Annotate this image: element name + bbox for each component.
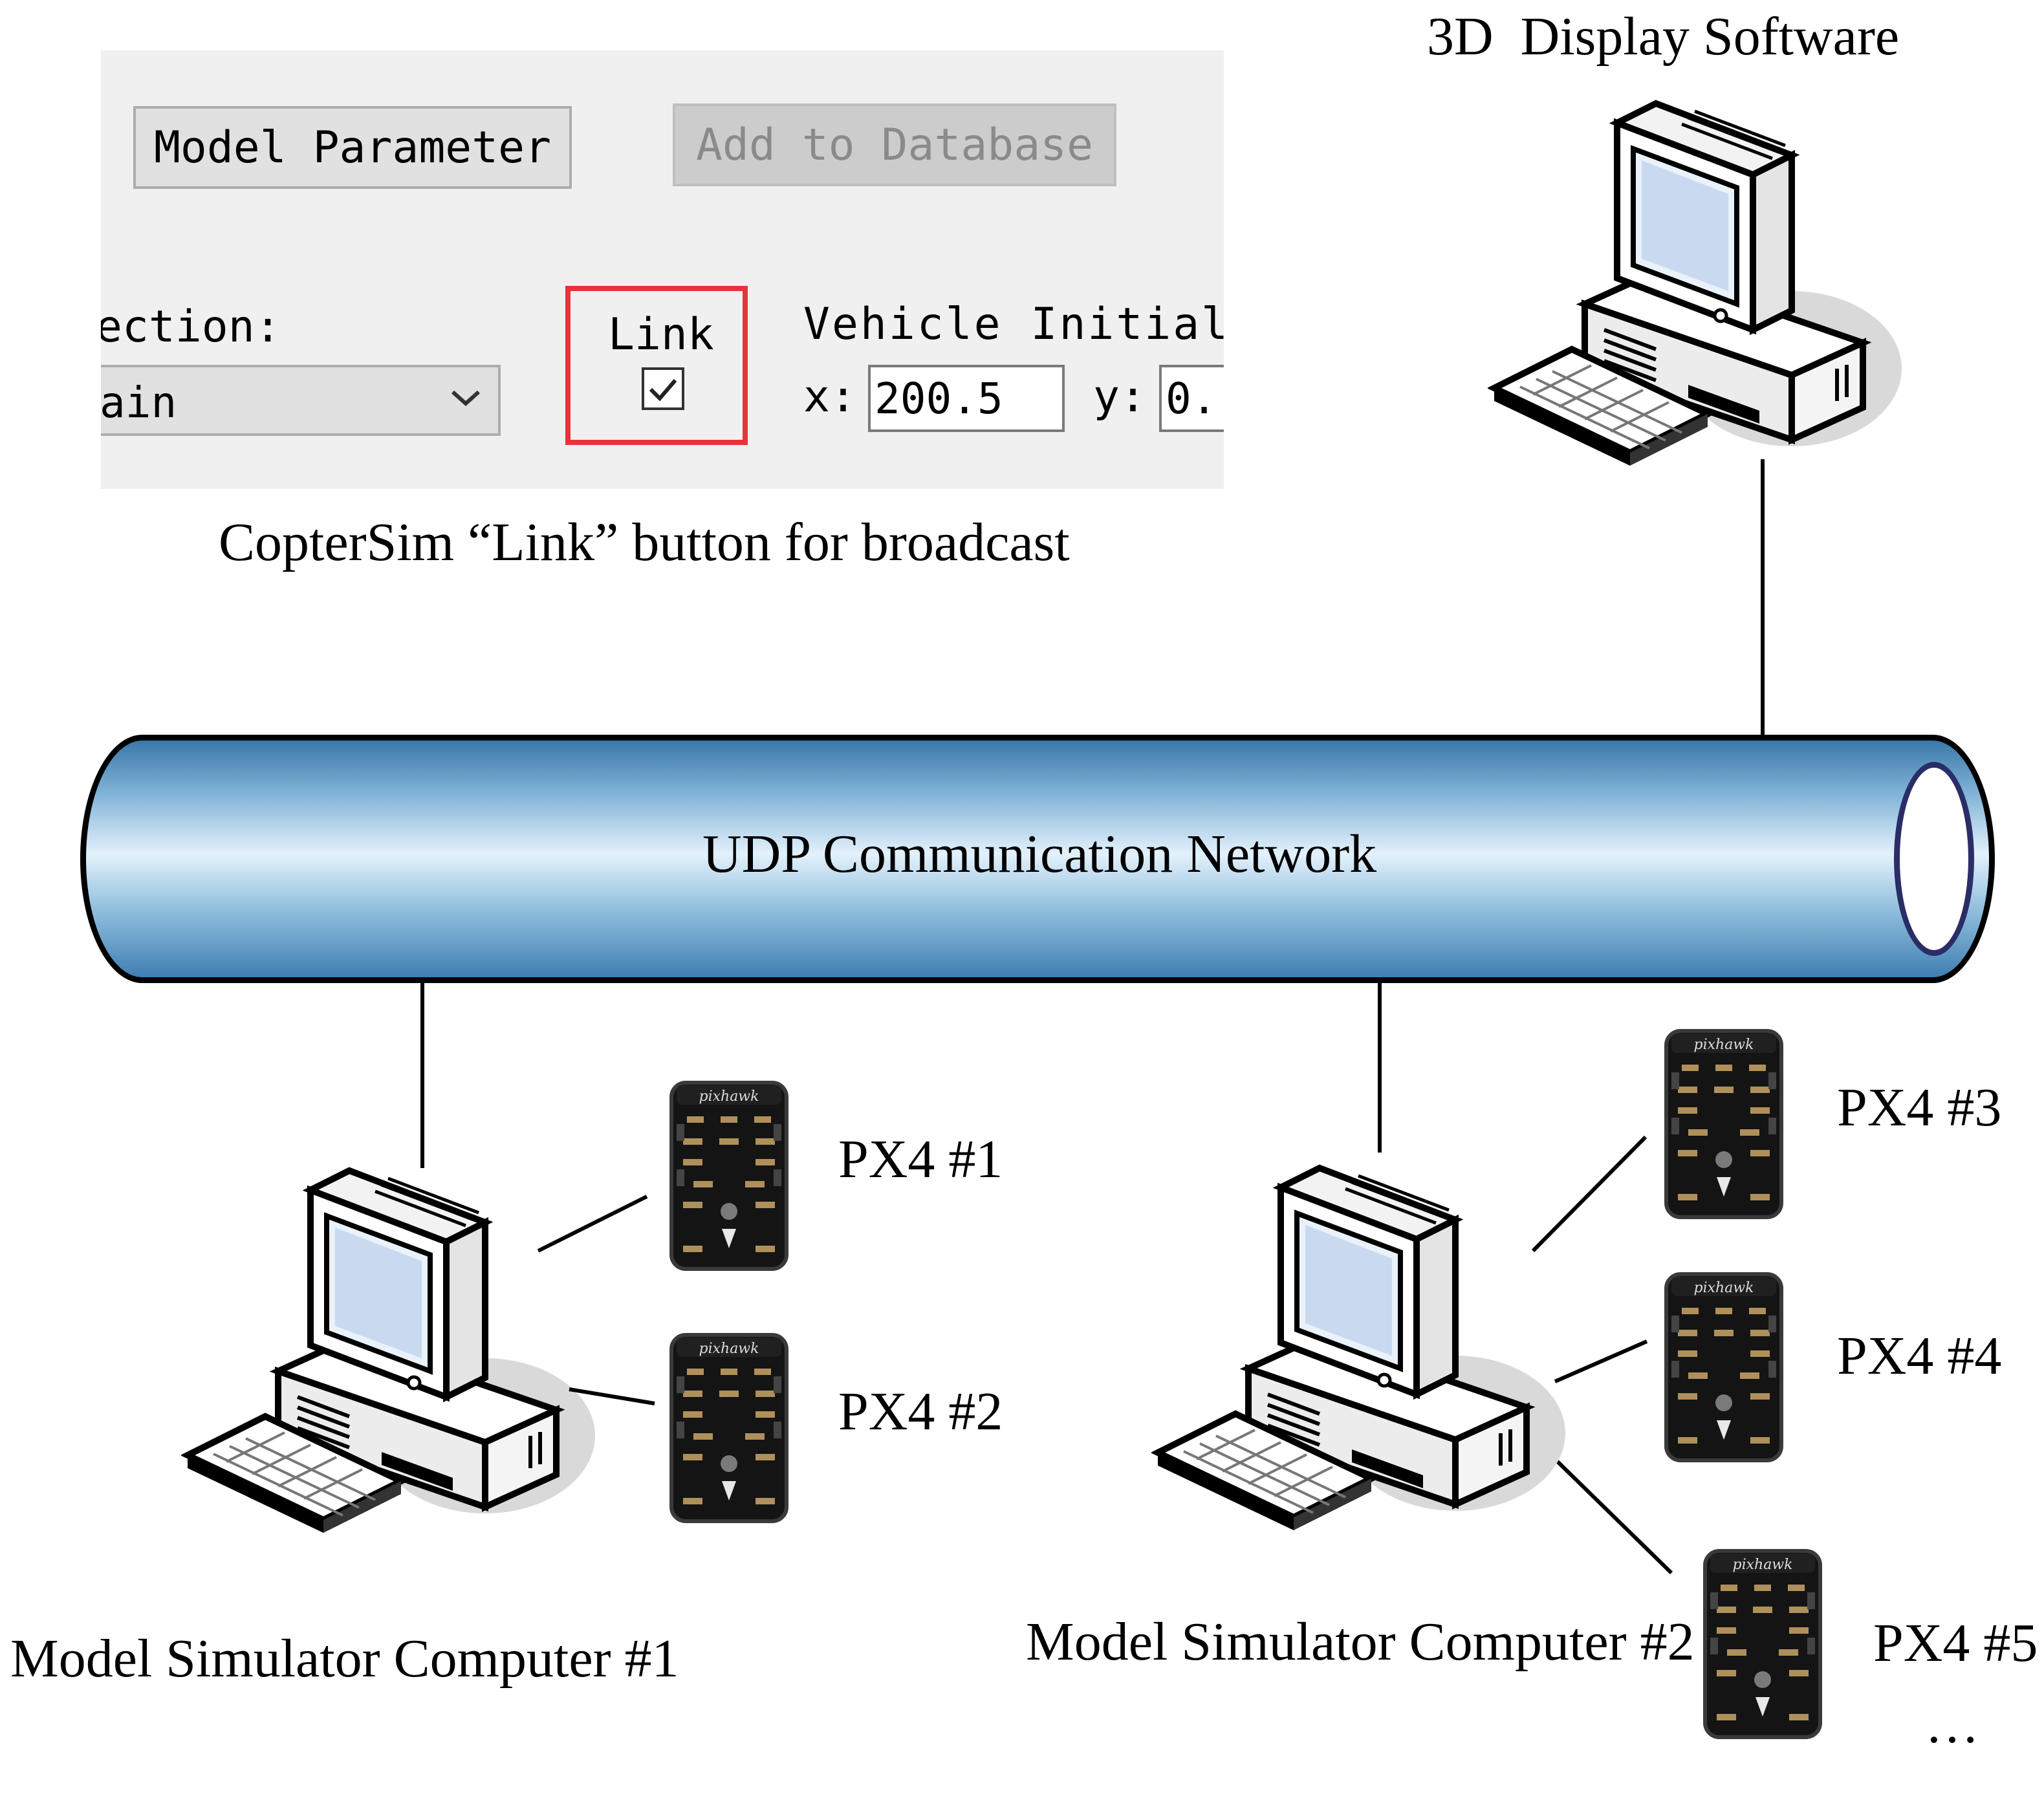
y-label: y: [1093,371,1146,422]
pipe-opening [1894,762,1974,956]
more-ellipsis: … [1925,1695,1979,1755]
simulator-computer-2-icon [1151,1162,1591,1563]
link-label: Link [608,309,714,360]
px4-label-2: PX4 #2 [838,1381,1003,1442]
sim2-link-line [1378,980,1382,1153]
x-label: x: [803,371,856,422]
selection-dropdown[interactable]: ain [101,365,501,436]
simulator-computer-1-label: Model Simulator Computer #1 [10,1629,679,1689]
link-highlight-box: Link [565,286,748,445]
x-position-field[interactable]: 200.5 [868,365,1065,432]
selection-label: ection: [101,301,281,352]
display-software-label: 3D Display Software [1427,6,1900,67]
px4-label-1: PX4 #1 [838,1129,1003,1189]
model-parameter-button[interactable]: Model Parameter [133,106,572,189]
vehicle-initial-label: Vehicle Initial [803,299,1224,350]
px4-board-5 [1701,1547,1824,1741]
panel-caption: CopterSim “Link” button for broadcast [219,512,1070,572]
px4-label-5: PX4 #5 [1873,1613,2038,1673]
link-checkbox[interactable] [642,367,684,410]
px4-board-3 [1662,1027,1785,1221]
px4-label-4: PX4 #4 [1837,1326,2002,1386]
chevron-down-icon [448,374,484,429]
display-link-line [1761,459,1765,740]
add-to-database-button[interactable]: Add to Database [673,103,1116,186]
y-position-field[interactable]: 0. [1159,365,1224,432]
checkmark-icon [644,379,682,410]
selection-dropdown-value: ain [101,378,177,428]
sim1-link-line [420,980,424,1168]
px4-board-4 [1662,1270,1785,1464]
udp-network-pipe [80,735,1995,983]
simulator-computer-2-label: Model Simulator Computer #2 [1026,1612,1695,1672]
coptersim-panel: Model Parameter Add to Database ection: … [101,50,1224,489]
network-label: UDP Communication Network [702,824,1377,884]
px4-label-3: PX4 #3 [1837,1078,2002,1138]
